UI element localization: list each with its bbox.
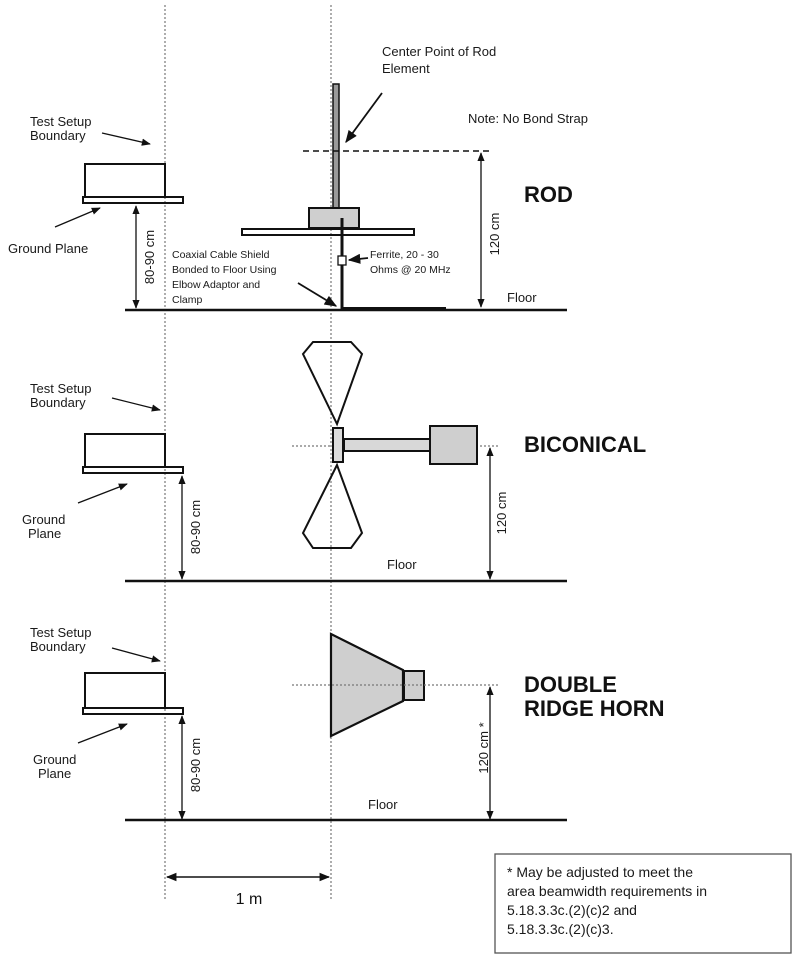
ferrite-arrow [347, 253, 369, 264]
ground-plane-arrow [54, 207, 101, 228]
footnote-border [494, 853, 792, 954]
horn-ground-plane-label-1: Ground [33, 752, 76, 767]
eut-box [84, 433, 166, 468]
coax-label-1: Coaxial Cable Shield [172, 249, 270, 261]
rod-note: Note: No Bond Strap [468, 111, 588, 126]
center-point-label-1: Center Point of Rod [382, 44, 496, 59]
boundary-arrow [101, 132, 151, 146]
center-point-arrow [345, 92, 383, 144]
rod-antenna-height-label: 120 cm [487, 213, 502, 256]
rod-ground-plane-label: Ground Plane [8, 241, 88, 256]
coax-label-2: Bonded to Floor Using [172, 264, 277, 276]
ground-plane-arrow [77, 723, 128, 744]
upper-cone [301, 341, 364, 427]
bic-ground-plane-label-1: Ground [22, 512, 65, 527]
ferrite-label-1: Ferrite, 20 - 30 [370, 249, 439, 261]
horn-table-height-label: 80-90 cm [188, 738, 203, 792]
lower-cone [301, 462, 364, 549]
bic-antenna-height-label: 120 cm [494, 492, 509, 535]
bic-boundary-label-2: Boundary [30, 395, 86, 410]
center-point-label-2: Element [382, 61, 430, 76]
ground-plane [82, 466, 184, 474]
rod-base-unit [308, 207, 360, 229]
bic-boundary-label-1: Test Setup [30, 381, 91, 396]
horn-ground-plane-label-2: Plane [38, 766, 71, 781]
footnote-line-3: 5.18.3.3c.(2)(c)2 and [507, 902, 637, 918]
rod-floor-label: Floor [507, 290, 537, 305]
rod-boundary-label-2: Boundary [30, 128, 86, 143]
eut-box [84, 163, 166, 198]
bic-table-height-label: 80-90 cm [188, 500, 203, 554]
coax-label-3: Elbow Adaptor and [172, 279, 260, 291]
rod-table-height-label: 80-90 cm [142, 230, 157, 284]
footnote-box: * May be adjusted to meet the area beamw… [494, 853, 792, 954]
ferrite-bead [337, 255, 347, 266]
boundary-arrow [111, 647, 161, 663]
rod-counterpoise [241, 228, 415, 236]
footnote-line-4: 5.18.3.3c.(2)(c)3. [507, 921, 614, 937]
rod-boundary-label-1: Test Setup [30, 114, 91, 129]
coax-label-4: Clamp [172, 294, 203, 306]
footnote-line-2: area beamwidth requirements in [507, 883, 707, 899]
ground-plane-arrow [77, 483, 128, 504]
boundary-arrow [111, 397, 161, 412]
boom-mount-block [429, 425, 478, 465]
horn-title-1: DOUBLE [524, 672, 617, 697]
ferrite-label-2: Ohms @ 20 MHz [370, 264, 451, 276]
rod-section: Test Setup Boundary Ground Plane 80-90 c… [8, 44, 588, 312]
ground-plane [82, 707, 184, 715]
eut-box [84, 672, 166, 709]
horn-boundary-label-1: Test Setup [30, 625, 91, 640]
horn-floor-label: Floor [368, 797, 398, 812]
rod-title: ROD [524, 182, 573, 207]
balun-hub [332, 427, 344, 463]
horn-title-2: RIDGE HORN [524, 696, 665, 721]
horn-boundary-label-2: Boundary [30, 639, 86, 654]
horn-section: Test Setup Boundary Ground Plane 80-90 c… [30, 625, 665, 822]
horn-antenna-height-label: 120 cm * [476, 722, 491, 773]
rod-element [332, 83, 340, 209]
coax-arrow [297, 282, 338, 307]
bic-floor-label: Floor [387, 557, 417, 572]
biconical-section: Test Setup Boundary Ground Plane 80-90 c… [22, 341, 646, 583]
footnote-line-1: * May be adjusted to meet the [507, 864, 693, 880]
boom-arm [343, 438, 431, 452]
distance-label: 1 m [236, 891, 263, 908]
biconical-title: BICONICAL [524, 432, 646, 457]
ground-plane [82, 196, 184, 204]
bic-ground-plane-label-2: Plane [28, 526, 61, 541]
